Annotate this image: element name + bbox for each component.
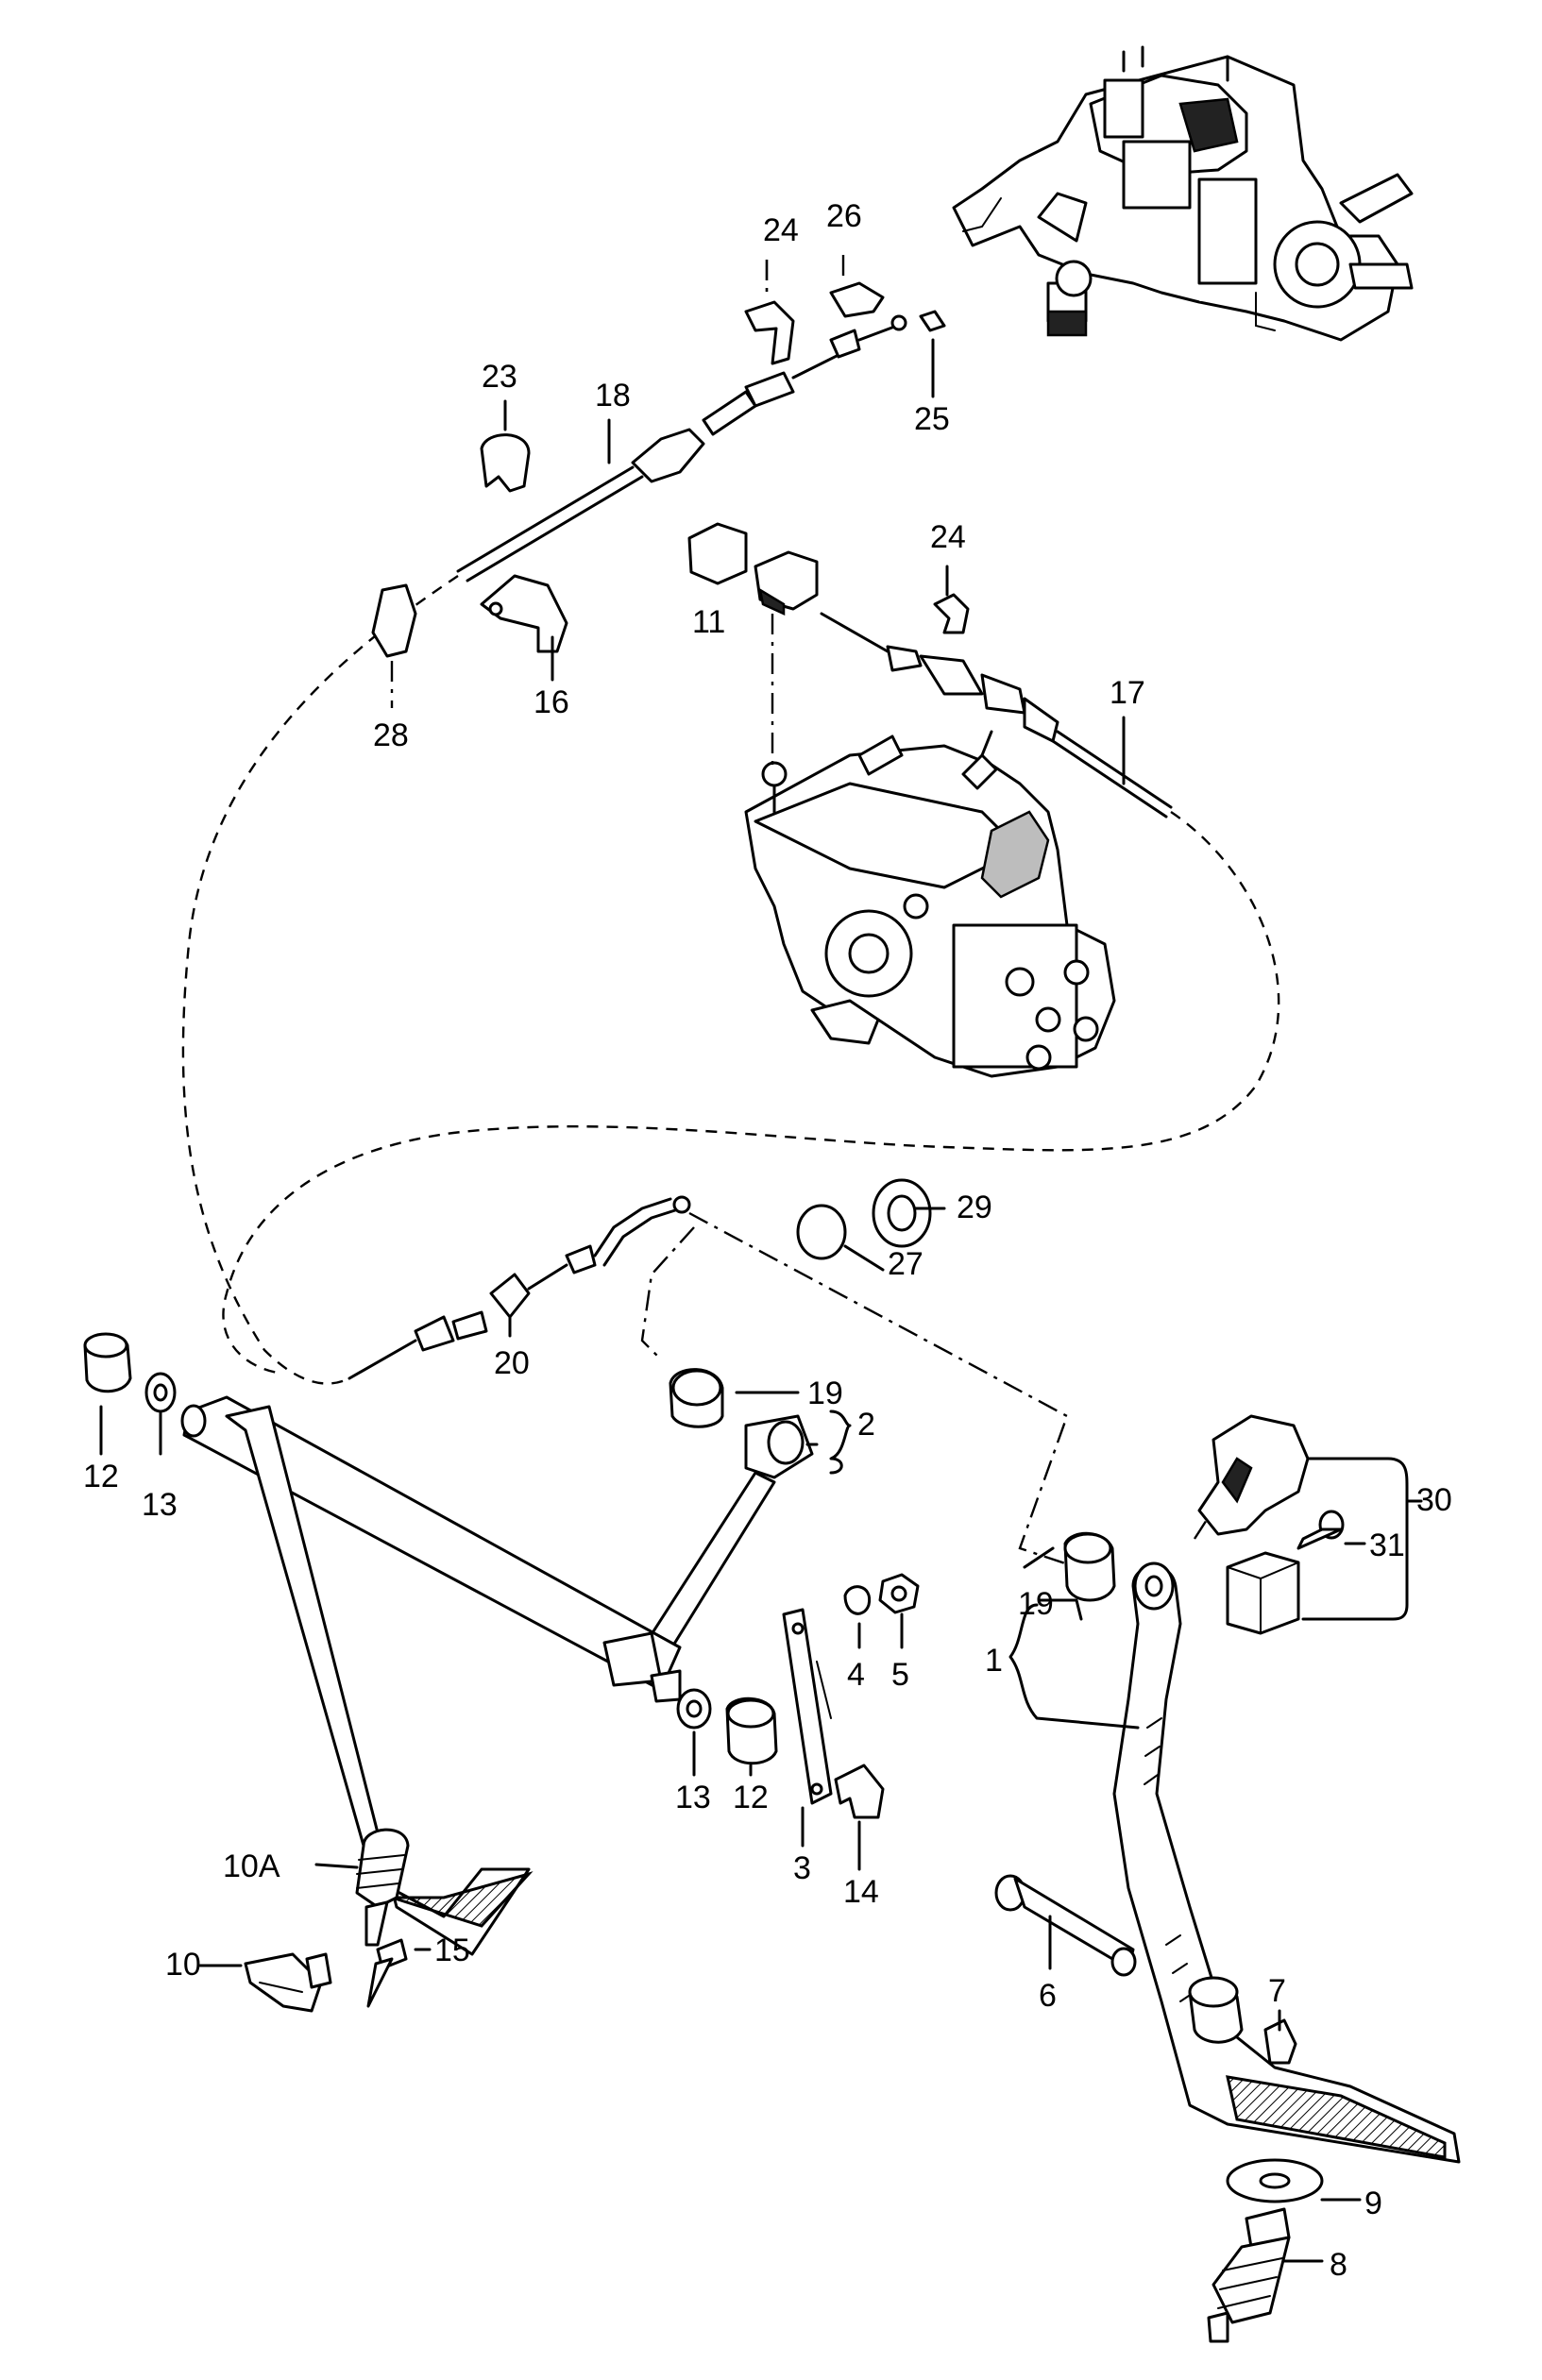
callout-labels: 24 26 25 23 18 11 24 17 16 28 29 27 20 1… <box>83 198 1452 2283</box>
clip-4 <box>843 1585 872 1615</box>
label-7: 7 <box>1268 1973 1286 2009</box>
lever-2 <box>626 1414 814 1682</box>
label-23: 23 <box>482 359 517 395</box>
label-10a: 10A <box>223 1848 280 1884</box>
label-12-mid: 12 <box>733 1780 769 1815</box>
label-27: 27 <box>888 1246 924 1282</box>
label-19-upper: 19 <box>807 1376 843 1411</box>
label-9: 9 <box>1364 2186 1382 2221</box>
label-19-lower: 19 <box>1018 1586 1054 1622</box>
clip-7 <box>1263 2018 1297 2065</box>
cable-end-20 <box>347 1195 1077 1569</box>
label-13-mid: 13 <box>675 1780 711 1815</box>
bracket-10 <box>244 1952 332 2013</box>
stop-8 <box>1207 2207 1291 2343</box>
clip-28 <box>371 583 417 708</box>
label-17: 17 <box>1110 675 1145 711</box>
washer-13-mid <box>676 1688 712 1730</box>
label-11: 11 <box>692 604 725 640</box>
stop-10a <box>355 1828 410 1947</box>
label-18: 18 <box>595 378 631 414</box>
label-16: 16 <box>534 684 569 720</box>
label-6: 6 <box>1039 1978 1057 2014</box>
label-24-lower: 24 <box>930 519 966 555</box>
bracket-3 <box>782 1608 833 1805</box>
label-5: 5 <box>891 1657 909 1693</box>
accelerator-cable-lower <box>222 612 1280 1376</box>
clip-26 <box>829 255 885 318</box>
label-3: 3 <box>793 1850 811 1886</box>
bushing-12-mid <box>725 1696 778 1765</box>
bushing-7 <box>1188 1976 1244 2044</box>
accelerator-cable-upper <box>181 314 907 1385</box>
block-30 <box>1226 1551 1300 1635</box>
label-2: 2 <box>857 1407 875 1443</box>
screw-15 <box>366 1938 408 2008</box>
bushing-19-lower <box>1063 1531 1116 1602</box>
label-30: 30 <box>1416 1482 1452 1518</box>
bracket-24-upper <box>744 260 795 365</box>
clamp-23 <box>480 433 531 493</box>
screw-31 <box>1296 1510 1345 1550</box>
pedal-shaft <box>180 1395 682 1703</box>
bushing-19-upper <box>669 1368 724 1428</box>
pedal-arm-left <box>225 1405 534 1956</box>
switch-30 <box>1197 1414 1310 1536</box>
label-10: 10 <box>165 1947 201 1983</box>
label-15: 15 <box>434 1933 470 1968</box>
label-13-left: 13 <box>142 1487 178 1523</box>
label-14: 14 <box>843 1874 879 1910</box>
grommet-29 <box>872 1178 932 1248</box>
label-4: 4 <box>847 1657 865 1693</box>
label-25: 25 <box>914 401 950 437</box>
label-8: 8 <box>1330 2247 1347 2283</box>
grommet-27 <box>796 1204 847 1260</box>
label-24-upper: 24 <box>763 212 799 248</box>
bracket-16 <box>480 574 568 653</box>
carburetor <box>952 45 1414 342</box>
label-1: 1 <box>985 1643 1003 1679</box>
washer-9 <box>1226 2158 1324 2203</box>
connector-11 <box>687 522 819 765</box>
pin-6 <box>994 1874 1137 1977</box>
nut-5 <box>878 1573 920 1614</box>
label-20: 20 <box>494 1345 530 1381</box>
label-29: 29 <box>957 1190 992 1225</box>
washer-13-left <box>144 1372 177 1413</box>
leader-lines <box>99 260 1423 2263</box>
injection-pump <box>744 730 1116 1078</box>
clip-14 <box>834 1764 885 1819</box>
label-28: 28 <box>373 717 409 753</box>
label-12-left: 12 <box>83 1459 119 1494</box>
bushing-12-left <box>83 1332 132 1393</box>
bracket-24-lower <box>933 593 970 634</box>
clip-25 <box>919 310 946 332</box>
label-31: 31 <box>1369 1528 1405 1563</box>
label-26: 26 <box>826 198 862 234</box>
